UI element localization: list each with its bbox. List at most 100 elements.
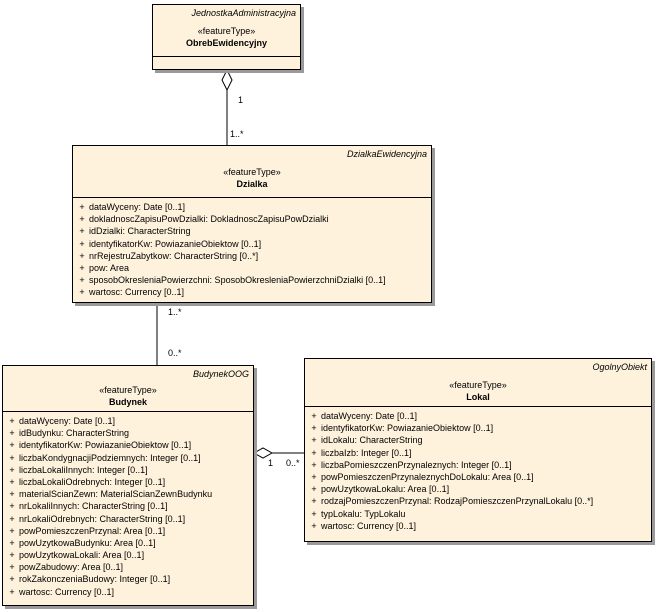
package-name: OgolnyObiekt (592, 362, 647, 372)
attribute-row[interactable]: +rodzajPomieszczenPrzynal: RodzajPomiesz… (305, 495, 651, 507)
attribute-text: powUzytkowaLokalu: Area [0..1] (321, 484, 450, 495)
attribute-row[interactable]: +materialScianZewn: MaterialScianZewnBud… (3, 488, 253, 500)
visibility-marker: + (9, 550, 15, 561)
stereotype-label: «featureType» (223, 167, 281, 177)
attribute-row[interactable]: +powPomieszczenPrzynaleznychDoLokalu: Ar… (305, 471, 651, 483)
attribute-text: dokladnoscZapisuPowDzialki: DokladnoscZa… (89, 214, 329, 225)
attribute-row[interactable]: + idBudynku: CharacterString (3, 427, 253, 439)
attribute-text: idLokalu: CharacterString (321, 435, 423, 446)
attribute-row[interactable]: +identyfikatorKw: PowiazanieObiektow [0.… (73, 238, 431, 250)
multiplicity-obreb-end: 1 (238, 95, 244, 105)
visibility-marker: + (9, 574, 15, 585)
class-header: BudynekOOG «featureType» Budynek (3, 366, 253, 412)
attribute-text: idDzialki: CharacterString (89, 226, 191, 237)
visibility-marker: + (79, 262, 85, 273)
attribute-row[interactable]: + dataWyceny: Date [0..1] (305, 410, 651, 422)
attribute-text: liczbaLokaliOdrebnych: Integer [0..1] (19, 476, 166, 487)
package-name: DzialkaEwidencyjna (346, 149, 427, 159)
visibility-marker: + (311, 484, 317, 495)
attribute-row[interactable]: + liczbaPomieszczenPrzynaleznych: Integer… (305, 459, 651, 471)
visibility-marker: + (311, 520, 317, 531)
attribute-row[interactable]: +wartosc: Currency [0..1] (3, 586, 253, 598)
visibility-marker: + (311, 459, 317, 470)
attribute-text: powZabudowy: Area [0..1] (19, 562, 124, 573)
visibility-marker: + (9, 428, 15, 439)
attribute-row[interactable]: + dataWyceny: Date [0..1] (3, 415, 253, 427)
attribute-row[interactable]: + wartosc: Currency [0..1] (305, 520, 651, 532)
attribute-row[interactable]: +liczbaKondygnacjiPodziemnych: Integer [… (3, 452, 253, 464)
visibility-marker: + (79, 275, 85, 286)
attribute-row[interactable]: + powUzytkowaBudynku: Area [0..1] (3, 537, 253, 549)
attribute-row[interactable]: +liczbaLokaliInnych: Integer [0..1] (3, 464, 253, 476)
attribute-row[interactable]: +wartosc: Currency [0..1] (73, 286, 431, 298)
multiplicity-dzialka-to-budynek: 1..* (168, 307, 182, 317)
attribute-text: powPomieszczenPrzynal: Area [0..1] (19, 525, 166, 536)
class-lokal[interactable]: OgolnyObiekt «featureType» Lokal +dataWy… (304, 358, 652, 542)
attribute-text: rodzajPomieszczenPrzynal: RodzajPomieszc… (321, 496, 594, 507)
visibility-marker: + (79, 250, 85, 261)
attribute-text: typLokalu: TypLokalu (321, 508, 406, 519)
attribute-text: nrLokaliOdrebnych: CharacterString [0..1… (19, 513, 186, 524)
attribute-text: idBudynku: CharacterString (19, 428, 130, 439)
visibility-marker: + (9, 416, 15, 426)
attribute-row[interactable]: +liczbaLokaliOdrebnych: Integer [0..1] (3, 476, 253, 488)
multiplicity-dzialka-end: 1..* (230, 129, 244, 139)
attribute-row[interactable]: + dokladnoscZapisuPowDzialki: DokladnoscZ… (73, 213, 431, 225)
visibility-marker: + (79, 202, 85, 212)
stereotype-label: «featureType» (197, 26, 256, 36)
visibility-marker: + (9, 440, 15, 451)
attribute-row[interactable]: + sposobOkresleniaPowierzchni: SposobOkre… (73, 274, 431, 286)
attribute-row[interactable]: +nrLokaliInnych: CharacterString [0..1] (3, 500, 253, 512)
attribute-text: powUzytkowaBudynku: Area [0..1] (19, 537, 156, 548)
visibility-marker: + (311, 411, 317, 421)
package-name: JednostkaAdministracyjna (191, 8, 296, 18)
attribute-text: liczbaKondygnacjiPodziemnych: Integer [0… (19, 452, 201, 463)
class-dzialka[interactable]: DzialkaEwidencyjna «featureType» Dzialka… (72, 145, 432, 303)
visibility-marker: + (9, 537, 15, 548)
visibility-marker: + (311, 471, 317, 482)
attribute-row[interactable]: +nrRejestruZabytkow: CharacterString [0.… (73, 250, 431, 262)
attribute-row[interactable]: +powPomieszczenPrzynal: Area [0..1] (3, 525, 253, 537)
attribute-text: dataWyceny: Date [0..1] (89, 202, 185, 212)
attribute-row[interactable]: + nrLokaliOdrebnych: CharacterString [0..… (3, 513, 253, 525)
attribute-text: pow: Area (89, 262, 130, 273)
attributes-compartment: + dataWyceny: Date [0..1] + idBudynku: Char… (3, 412, 253, 598)
visibility-marker: + (9, 501, 15, 512)
visibility-marker: + (9, 586, 15, 597)
class-name: Budynek (108, 397, 147, 407)
attribute-text: sposobOkresleniaPowierzchni: SposobOkres… (89, 275, 386, 286)
attributes-compartment: + dataWyceny: Date [0..1]+identyfikatorKw… (305, 407, 651, 532)
attribute-text: dataWyceny: Date [0..1] (321, 411, 417, 421)
visibility-marker: + (79, 238, 85, 249)
stereotype-label: «featureType» (99, 385, 157, 395)
visibility-marker: + (79, 214, 85, 225)
visibility-marker: + (9, 513, 15, 524)
aggregation-diamond-budynek (252, 447, 274, 459)
attribute-text: rokZakonczeniaBudowy: Integer [0..1] (19, 574, 171, 585)
attribute-row[interactable]: + powUzytkowaLokalu: Area [0..1] (305, 483, 651, 495)
attribute-row[interactable]: +powZabudowy: Area [0..1] (3, 561, 253, 573)
attribute-row[interactable]: +typLokalu: TypLokalu (305, 508, 651, 520)
attribute-row[interactable]: +identyfikatorKw: PowiazanieObiektow [0.… (305, 422, 651, 434)
visibility-marker: + (311, 435, 317, 446)
attribute-row[interactable]: +idDzialki: CharacterString (73, 225, 431, 237)
attribute-row[interactable]: +liczbaIzb: Integer [0..1] (305, 447, 651, 459)
visibility-marker: + (311, 423, 317, 434)
empty-attributes-compartment (153, 57, 300, 69)
class-obreb-ewidencyjny[interactable]: JednostkaAdministracyjna «featureType» O… (152, 4, 301, 70)
attribute-row[interactable]: +powUzytkowaLokali: Area [0..1] (3, 549, 253, 561)
class-budynek[interactable]: BudynekOOG «featureType» Budynek + dataWy… (2, 365, 254, 606)
attribute-row[interactable]: + idLokalu: CharacterString (305, 434, 651, 446)
attribute-row[interactable]: + pow: Area (73, 262, 431, 274)
attribute-row[interactable]: +identyfikatorKw: PowiazanieObiektow [0.… (3, 439, 253, 451)
attribute-row[interactable]: + rokZakonczeniaBudowy: Integer [0..1] (3, 573, 253, 585)
class-name: ObrebEwidencyjny (185, 38, 268, 48)
attribute-text: dataWyceny: Date [0..1] (19, 416, 115, 426)
attribute-text: liczbaLokaliInnych: Integer [0..1] (19, 464, 148, 475)
package-name: BudynekOOG (192, 369, 249, 379)
aggregation-diamond-obreb (221, 68, 233, 92)
attribute-row[interactable]: + dataWyceny: Date [0..1] (73, 201, 431, 213)
attribute-text: wartosc: Currency [0..1] (321, 520, 417, 531)
attribute-text: liczbaPomieszczenPrzynaleznych: Integer … (321, 459, 512, 470)
